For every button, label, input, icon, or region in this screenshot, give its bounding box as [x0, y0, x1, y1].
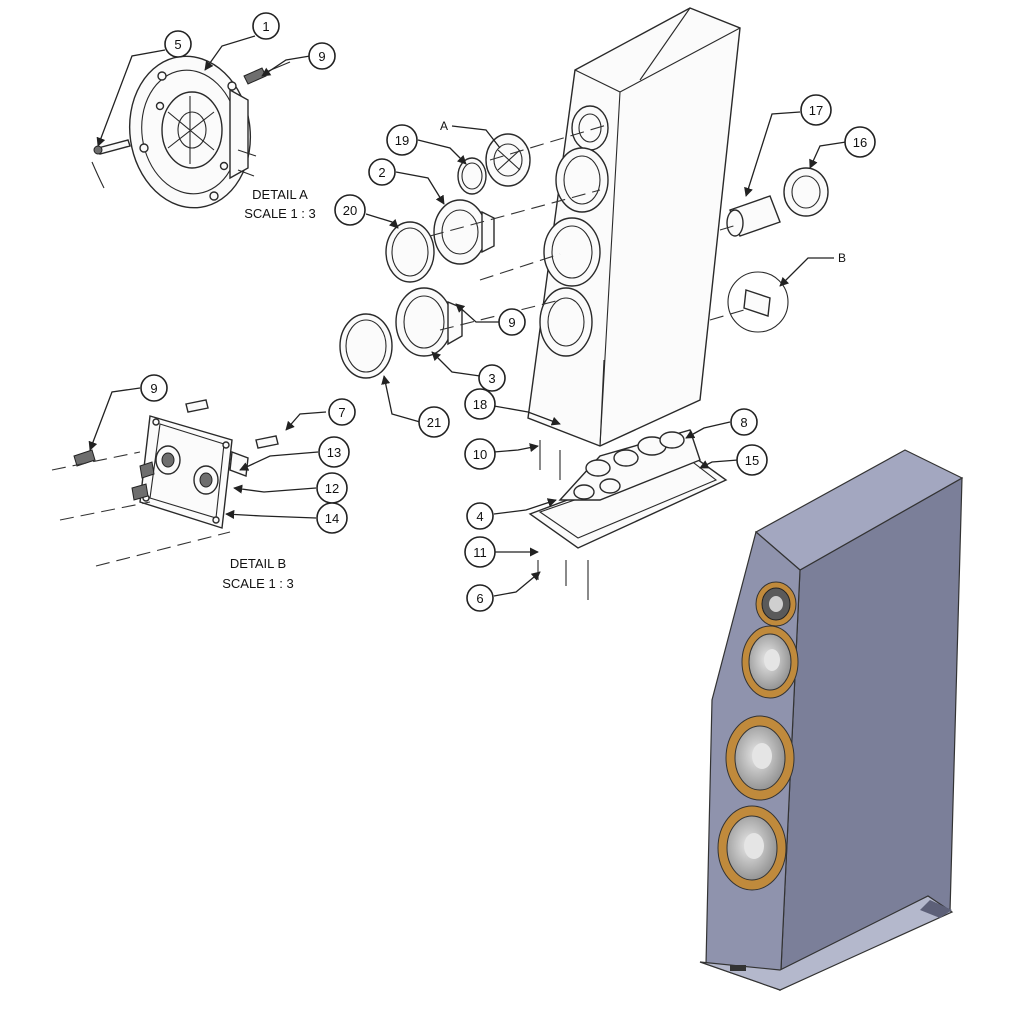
badge — [730, 965, 746, 971]
svg-text:2: 2 — [378, 165, 385, 180]
woofer-3 — [717, 805, 787, 891]
balloon-16: 16 — [844, 126, 876, 158]
balloon-5: 5 — [164, 30, 192, 58]
svg-text:6: 6 — [476, 591, 483, 606]
balloon-9-detail-a: 9 — [308, 42, 336, 70]
leader-lines — [88, 35, 847, 597]
svg-text:13: 13 — [327, 445, 341, 460]
balloon-1: 1 — [252, 12, 280, 40]
svg-text:10: 10 — [473, 447, 487, 462]
detail-b-terminal-plate: DETAIL B SCALE 1 : 3 — [51, 399, 294, 591]
balloon-18: 18 — [464, 388, 496, 420]
balloon-3: 3 — [478, 364, 506, 392]
cabinet-shadow — [920, 900, 952, 918]
svg-text:21: 21 — [427, 415, 441, 430]
balloon-10: 10 — [464, 438, 496, 470]
svg-text:15: 15 — [745, 453, 759, 468]
svg-text:9: 9 — [318, 49, 325, 64]
base-plate-crossover — [528, 429, 728, 600]
balloon-6: 6 — [466, 584, 494, 612]
balloon-19: 19 — [386, 124, 418, 156]
balloon-21: 21 — [418, 406, 450, 438]
svg-text:4: 4 — [476, 509, 483, 524]
woofer-2 — [725, 715, 795, 801]
balloon-15: 15 — [736, 444, 768, 476]
detail-b-title: DETAIL B — [230, 556, 286, 571]
exploded-drivers — [339, 123, 829, 379]
balloon-12: 12 — [316, 472, 348, 504]
cabinet-base-plinth — [699, 895, 954, 991]
svg-text:9: 9 — [508, 315, 515, 330]
svg-text:3: 3 — [488, 371, 495, 386]
balloon-7: 7 — [328, 398, 356, 426]
svg-text:12: 12 — [325, 481, 339, 496]
exploded-cabinet — [527, 7, 741, 447]
detail-a-title: DETAIL A — [252, 187, 308, 202]
balloon-2: 2 — [368, 158, 396, 186]
svg-text:17: 17 — [809, 103, 823, 118]
detail-letter-a: A — [440, 119, 448, 133]
detail-a-scale: SCALE 1 : 3 — [244, 206, 316, 221]
svg-text:8: 8 — [740, 415, 747, 430]
svg-text:1: 1 — [262, 19, 269, 34]
svg-text:16: 16 — [853, 135, 867, 150]
detail-a-tweeter: DETAIL A SCALE 1 : 3 — [91, 55, 316, 221]
balloon-17: 17 — [800, 94, 832, 126]
svg-text:18: 18 — [473, 397, 487, 412]
balloon-9-mid: 9 — [498, 308, 526, 336]
balloon-13: 13 — [318, 436, 350, 468]
balloon-9-detail-b: 9 — [140, 374, 168, 402]
balloons: 1 5 9 19 2 20 9 3 21 17 16 18 10 8 15 4 … — [140, 12, 876, 612]
detail-letter-b: B — [838, 251, 846, 265]
svg-text:11: 11 — [473, 545, 487, 560]
svg-text:14: 14 — [325, 511, 339, 526]
svg-text:20: 20 — [343, 203, 357, 218]
svg-text:9: 9 — [150, 381, 157, 396]
balloon-14: 14 — [316, 502, 348, 534]
balloon-11: 11 — [464, 536, 496, 568]
svg-text:19: 19 — [395, 133, 409, 148]
balloon-4: 4 — [466, 502, 494, 530]
svg-text:5: 5 — [174, 37, 181, 52]
tweeter — [755, 581, 797, 627]
leader-a — [451, 125, 501, 149]
leader-b — [779, 257, 834, 287]
balloon-8: 8 — [730, 408, 758, 436]
svg-text:7: 7 — [338, 405, 345, 420]
woofer-1 — [741, 625, 799, 699]
assembled-speaker — [699, 449, 964, 991]
detail-b-scale: SCALE 1 : 3 — [222, 576, 294, 591]
balloon-20: 20 — [334, 194, 366, 226]
